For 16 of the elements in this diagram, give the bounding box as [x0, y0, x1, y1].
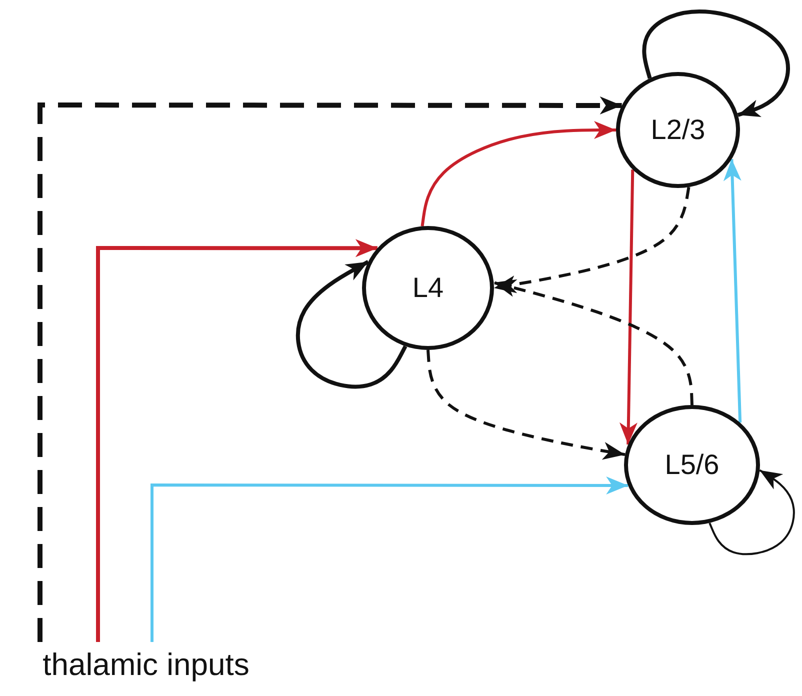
- arrow: [420, 121, 616, 226]
- arrow: [642, 10, 790, 118]
- arrow: [619, 170, 638, 444]
- arrow: [723, 158, 742, 423]
- arrow: [493, 279, 694, 406]
- input-label: thalamic inputs: [42, 647, 250, 683]
- arrow: [708, 469, 795, 556]
- arrow: [494, 186, 690, 294]
- arrow: [150, 476, 628, 642]
- layer-label: L2/3: [650, 114, 706, 146]
- arrow: [296, 260, 408, 389]
- layer-label: L5/6: [664, 449, 720, 481]
- layer-label: L4: [412, 272, 444, 304]
- arrow: [426, 350, 626, 460]
- arrow: [96, 239, 378, 642]
- arrow: [38, 96, 622, 642]
